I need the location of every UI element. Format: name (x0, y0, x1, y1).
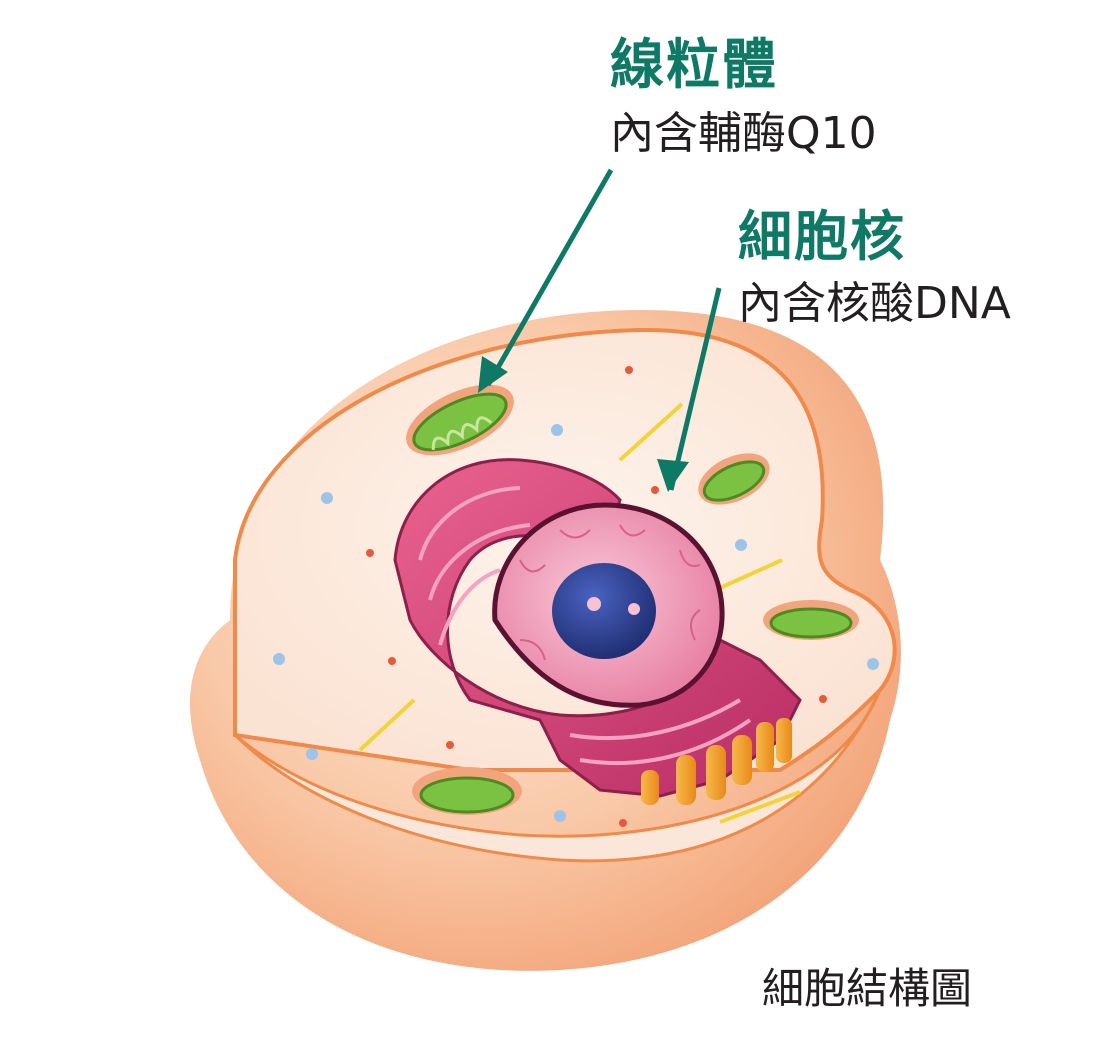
diagram-caption: 細胞結構圖 (762, 964, 973, 1013)
nucleus-label-subtitle: 內含核酸DNA (738, 278, 1011, 329)
mitochondrion-icon (406, 384, 514, 456)
nucleus-arrow (657, 287, 722, 492)
golgi-icon (641, 718, 792, 805)
nucleus-label-title: 細胞核 (738, 205, 906, 268)
mitochondrion-icon (412, 767, 522, 815)
vesicles (273, 366, 879, 827)
nucleus-icon (492, 502, 725, 708)
mitochondrion-icon (763, 600, 859, 640)
mitochondria-label-title: 線粒體 (610, 33, 778, 96)
mitochondria-arrow (478, 168, 614, 393)
endoplasmic-reticulum-icon (393, 458, 802, 798)
mitochondria-label-subtitle: 內含輔酶Q10 (610, 108, 877, 159)
mitochondrion-icon (698, 453, 770, 505)
